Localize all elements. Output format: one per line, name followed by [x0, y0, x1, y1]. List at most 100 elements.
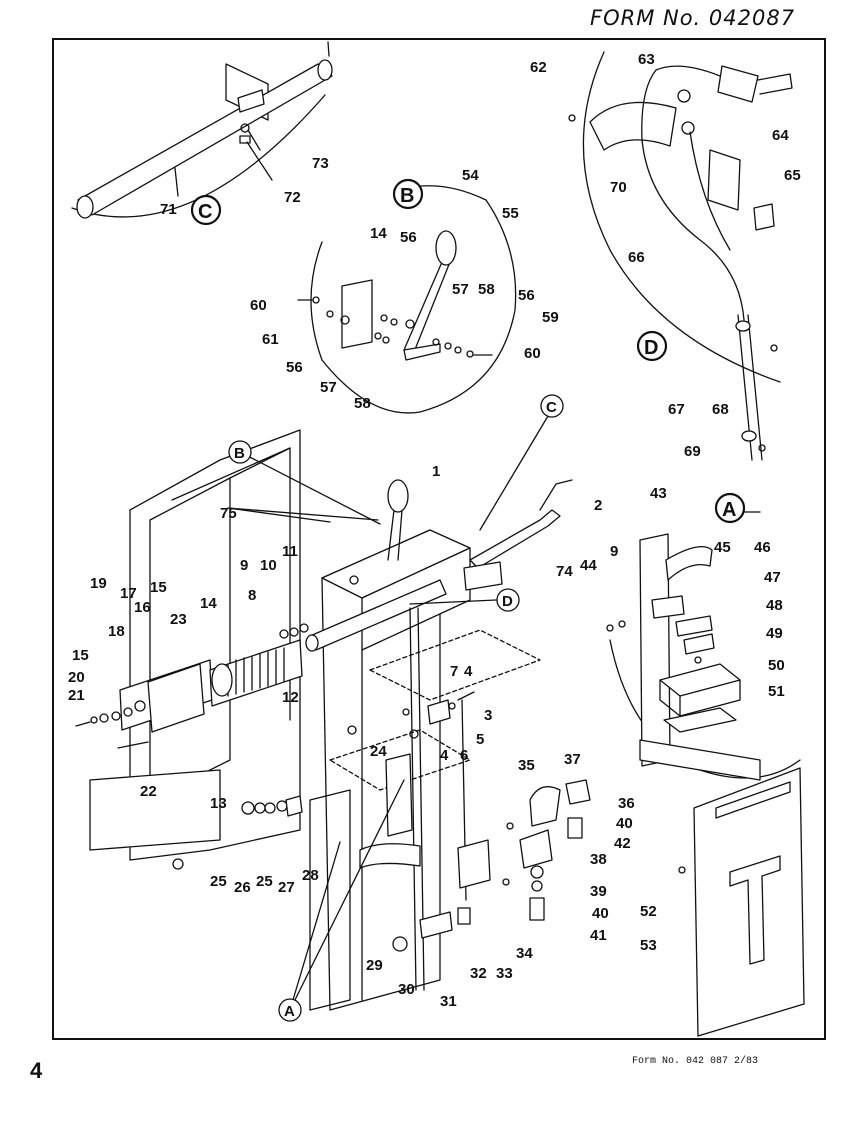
callout: 30	[398, 981, 415, 998]
callout: 10	[260, 557, 277, 574]
callout: 29	[366, 957, 383, 974]
circled-letter-c-main: C	[540, 394, 564, 418]
callout: 45	[714, 539, 731, 556]
detail-a-group	[606, 511, 801, 781]
callout: 41	[590, 927, 607, 944]
callout: 44	[580, 557, 597, 574]
callout: 54	[462, 167, 479, 184]
detail-d-group	[568, 51, 793, 461]
callout: 14	[370, 225, 387, 242]
callout: 71	[160, 201, 177, 218]
callout: 39	[590, 883, 607, 900]
callout-numbers: 1 2 3 4 4 5 6 7 8 9 9 10 11 12 13 14 14 …	[68, 51, 801, 1010]
callout: 67	[668, 401, 685, 418]
callout: 3	[484, 707, 492, 724]
leader-c	[479, 415, 549, 531]
callout: 31	[440, 993, 457, 1010]
leader-a2	[289, 841, 341, 1011]
callout: 65	[784, 167, 801, 184]
circled-letter-c-detail: C	[190, 194, 222, 226]
callout: 20	[68, 669, 85, 686]
callout: 50	[768, 657, 785, 674]
callout: 8	[248, 587, 256, 604]
callout: 24	[370, 743, 387, 760]
callout: 47	[764, 569, 781, 586]
callout: 6	[460, 747, 468, 764]
callout: 35	[518, 757, 535, 774]
callout: 21	[68, 687, 85, 704]
svg-text:C: C	[198, 201, 212, 223]
callout: 22	[140, 783, 157, 800]
callout: 12	[282, 689, 299, 706]
callout: 34	[516, 945, 533, 962]
callout: 36	[618, 795, 635, 812]
circled-letter-a-main: A	[278, 998, 302, 1022]
main-assembly	[75, 429, 591, 1011]
callout: 58	[478, 281, 495, 298]
callout: 57	[320, 379, 337, 396]
callout: 55	[502, 205, 519, 222]
callout: 75	[220, 505, 237, 522]
callout: 72	[284, 189, 301, 206]
callout: 25	[210, 873, 227, 890]
callout: 7	[450, 663, 458, 680]
svg-text:D: D	[502, 593, 513, 610]
callout: 42	[614, 835, 631, 852]
callout: 37	[564, 751, 581, 768]
callout: 18	[108, 623, 125, 640]
callout: 13	[210, 795, 227, 812]
callout: 43	[650, 485, 667, 502]
svg-text:D: D	[644, 337, 658, 359]
callout: 60	[524, 345, 541, 362]
callout: 16	[134, 599, 151, 616]
callout: 23	[170, 611, 187, 628]
leader-a1	[289, 779, 405, 1011]
callout: 52	[640, 903, 657, 920]
callout: 1	[432, 463, 440, 480]
callout: 15	[72, 647, 89, 664]
callout: 60	[250, 297, 267, 314]
form-number-footer: Form No. 042 087 2/83	[632, 1056, 759, 1067]
svg-text:A: A	[284, 1003, 295, 1020]
callout: 56	[400, 229, 417, 246]
leader-b	[239, 451, 381, 525]
callout: 33	[496, 965, 513, 982]
callout: 59	[542, 309, 559, 326]
circled-letter-a-detail: A	[714, 492, 746, 524]
svg-text:B: B	[234, 445, 245, 462]
callout: 46	[754, 539, 771, 556]
callout: 73	[312, 155, 329, 172]
circled-letter-b-detail: B	[392, 178, 424, 210]
callout: 28	[302, 867, 319, 884]
callout: 17	[120, 585, 137, 602]
detail-b-group	[297, 185, 517, 414]
svg-text:C: C	[546, 399, 557, 416]
callout: 58	[354, 395, 371, 412]
callout: 53	[640, 937, 657, 954]
callout: 66	[628, 249, 645, 266]
detail-c-group	[71, 41, 333, 219]
callout: 62	[530, 59, 547, 76]
page-number: 4	[30, 1058, 43, 1083]
callout: 19	[90, 575, 107, 592]
callout: 48	[766, 597, 783, 614]
callout: 27	[278, 879, 295, 896]
callout: 9	[240, 557, 248, 574]
callout: 5	[476, 731, 484, 748]
callout: 70	[610, 179, 627, 196]
callout: 64	[772, 127, 789, 144]
callout: 15	[150, 579, 167, 596]
callout: 25	[256, 873, 273, 890]
callout: 32	[470, 965, 487, 982]
callout: 74	[556, 563, 573, 580]
circled-letter-d-detail: D	[636, 330, 668, 362]
callout: 57	[452, 281, 469, 298]
callout: 14	[200, 595, 217, 612]
circled-letter-d-main: D	[496, 588, 520, 612]
callout: 56	[286, 359, 303, 376]
circled-letter-b-main: B	[228, 440, 252, 464]
form-number-handwritten: FORM No. 042087	[590, 6, 796, 30]
svg-text:B: B	[400, 185, 414, 207]
callout: 38	[590, 851, 607, 868]
